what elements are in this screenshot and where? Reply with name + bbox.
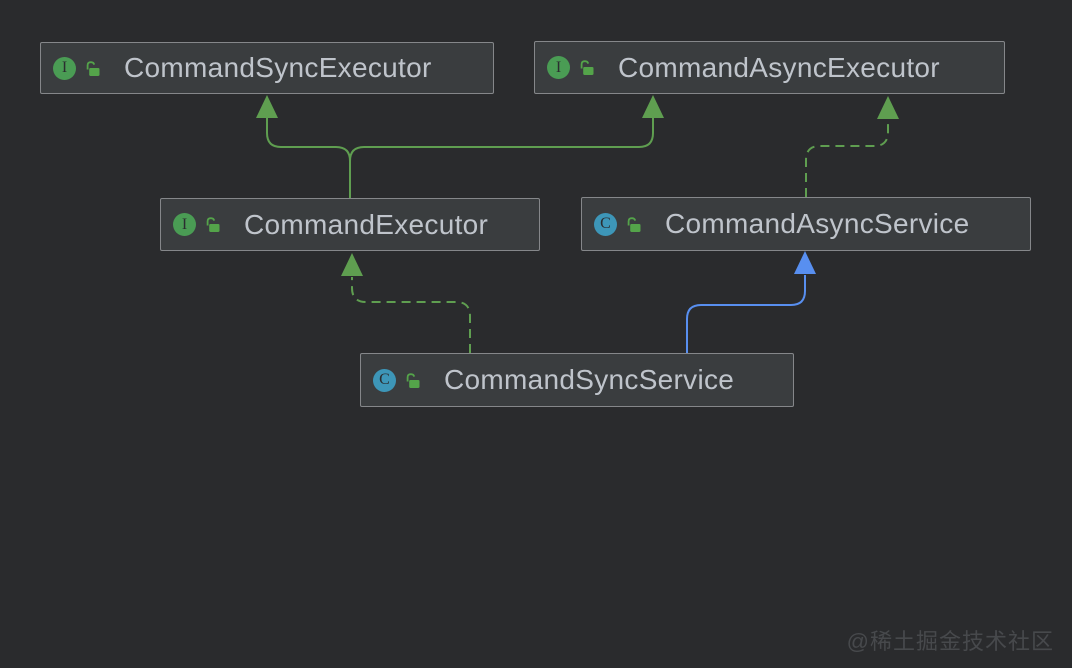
edge-line <box>349 117 654 162</box>
edge-line <box>351 277 471 353</box>
edge-line <box>805 120 889 197</box>
interface-icon: I <box>53 56 76 80</box>
unlocked-icon <box>86 60 100 76</box>
extends-arrowhead <box>794 251 816 274</box>
edge-extends-commandexecutor-to-commandsyncexecutor <box>256 95 351 198</box>
unlocked-icon <box>627 216 641 232</box>
edge-extends-commandsyncservice-to-commandasyncservice <box>686 251 816 353</box>
interface-icon: I <box>547 56 570 79</box>
edge-implements-commandasyncservice-to-commandasyncexecutor <box>805 96 899 197</box>
node-commandasyncservice[interactable]: C CommandAsyncService <box>581 197 1031 251</box>
node-label: CommandSyncExecutor <box>124 52 432 83</box>
watermark: @稀土掘金技术社区 <box>846 629 1054 654</box>
node-label: CommandExecutor <box>244 208 489 240</box>
node-commandsyncexecutor[interactable]: I CommandSyncExecutor <box>40 42 494 94</box>
extends-arrowhead <box>256 95 278 118</box>
node-label: CommandAsyncService <box>665 208 970 239</box>
implements-arrowhead <box>341 253 363 276</box>
edge-extends-commandexecutor-to-commandasyncexecutor <box>349 95 664 162</box>
node-commandasyncexecutor[interactable]: I CommandAsyncExecutor <box>534 41 1005 94</box>
edge-line <box>266 117 351 198</box>
node-label: CommandSyncService <box>444 364 735 395</box>
node-commandsyncservice[interactable]: C CommandSyncService <box>360 353 794 407</box>
extends-arrowhead <box>642 95 664 118</box>
interface-icon: I <box>173 213 196 236</box>
node-label: CommandAsyncExecutor <box>618 51 940 83</box>
node-commandexecutor[interactable]: I CommandExecutor <box>160 198 540 251</box>
unlocked-icon <box>406 372 420 388</box>
unlocked-icon <box>580 60 594 75</box>
implements-arrowhead <box>877 96 899 119</box>
edge-line <box>686 275 806 353</box>
class-icon: C <box>373 368 396 392</box>
edge-implements-commandsyncservice-to-commandexecutor <box>341 253 471 353</box>
class-icon: C <box>594 212 617 236</box>
unlocked-icon <box>206 217 220 232</box>
